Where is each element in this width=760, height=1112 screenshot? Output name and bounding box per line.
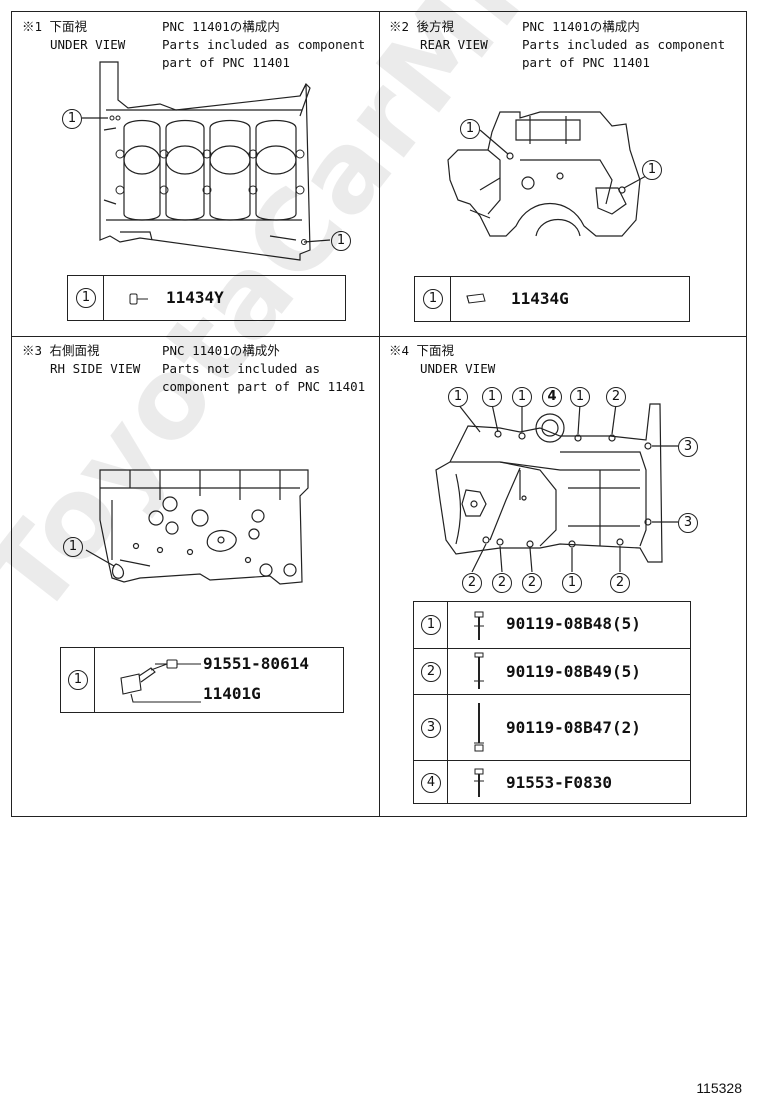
panel-4-row-3-part: 90119-08B47(2) bbox=[506, 718, 641, 737]
panel-4-tag: ※4 下面視 bbox=[389, 343, 455, 358]
panel-3-desc-line2: component part of PNC 11401 bbox=[162, 379, 366, 394]
panel-1-view: UNDER VIEW bbox=[50, 37, 126, 52]
panel-4-row-1-part: 90119-08B48(5) bbox=[506, 614, 641, 633]
panel-2-view: REAR VIEW bbox=[420, 37, 488, 52]
panel-4-row-4-num: 4 bbox=[421, 773, 441, 793]
panel-1-desc-line2: part of PNC 11401 bbox=[162, 55, 290, 70]
plug-icon bbox=[129, 293, 148, 305]
panel-2-desc-line2: part of PNC 11401 bbox=[522, 55, 650, 70]
document-id: 115328 bbox=[696, 1080, 742, 1096]
panel-4-callout-top-1: 1 bbox=[448, 387, 468, 407]
panel-4-callout-bottom-2: 2 bbox=[492, 573, 512, 593]
panel-4-callout-top-5: 1 bbox=[570, 387, 590, 407]
bolt-icon bbox=[474, 703, 484, 752]
panel-4-row-4-part: 91553-F0830 bbox=[506, 773, 612, 792]
panel-1-callout-1b: 1 bbox=[331, 231, 351, 251]
panel-3-part-number-b: 11401G bbox=[203, 684, 261, 703]
panel-3-callout-1: 1 bbox=[63, 537, 83, 557]
panel-3-desc-line1: Parts not included as bbox=[162, 361, 321, 376]
panel-4-row-2-part: 90119-08B49(5) bbox=[506, 662, 641, 681]
panel-2-part-number: 11434G bbox=[511, 289, 569, 308]
panel-4-callout-bottom-1: 2 bbox=[462, 573, 482, 593]
panel-4-row-1-num: 1 bbox=[421, 615, 441, 635]
panel-2-callout-1b: 1 bbox=[642, 160, 662, 180]
bolt-icon bbox=[474, 652, 484, 689]
panel-4-callout-bottom-5: 2 bbox=[610, 573, 630, 593]
panel-3-tag: ※3 右側面視 bbox=[22, 343, 100, 358]
panel-1-desc-line1: Parts included as component bbox=[162, 37, 366, 52]
panel-4-row-2: 2 90119-08B49(5) bbox=[414, 648, 690, 695]
panel-4-row-3: 3 90119-08B47(2) bbox=[414, 694, 690, 761]
panel-4-row-1: 1 90119-08B48(5) bbox=[414, 602, 690, 648]
panel-1-parts-table: 1 11434Y bbox=[67, 275, 346, 321]
panel-2-callout-1a: 1 bbox=[460, 119, 480, 139]
panel-3-part-number-a: 91551-80614 bbox=[203, 654, 309, 673]
engine-block-rh-side-view-drawing bbox=[85, 469, 309, 585]
panel-3-pnc: PNC 11401の構成外 bbox=[162, 343, 280, 358]
panel-2-parts-table: 1 11434G bbox=[414, 276, 690, 322]
panel-4-callout-top-3: 1 bbox=[512, 387, 532, 407]
panel-1-callout-1a: 1 bbox=[62, 109, 82, 129]
panel-4-row-4: 4 91553-F0830 bbox=[414, 760, 690, 805]
panel-4-callout-bottom-4: 1 bbox=[562, 573, 582, 593]
bolt-icon bbox=[474, 768, 484, 797]
engine-block-under-view-drawing bbox=[82, 61, 331, 261]
panel-4-view: UNDER VIEW bbox=[420, 361, 496, 376]
panel-3-row-num: 1 bbox=[68, 670, 88, 690]
panel-divider-horizontal bbox=[11, 336, 747, 337]
panel-4-callout-top-2: 1 bbox=[482, 387, 502, 407]
panel-4-callout-top-4: 4 bbox=[542, 387, 562, 407]
panel-1-pnc: PNC 11401の構成内 bbox=[162, 19, 280, 34]
panel-4-callout-bottom-3: 2 bbox=[522, 573, 542, 593]
oil-pan-under-view-drawing bbox=[435, 403, 678, 573]
sensor-and-bolt-icon bbox=[120, 659, 201, 703]
panel-3-parts-table: 1 91551-80614 11401G bbox=[60, 647, 344, 713]
panel-2-pnc: PNC 11401の構成内 bbox=[522, 19, 640, 34]
pin-icon bbox=[466, 293, 486, 304]
panel-4-callout-right-2: 3 bbox=[678, 513, 698, 533]
panel-1-tag: ※1 下面視 bbox=[22, 19, 88, 34]
panel-3-view: RH SIDE VIEW bbox=[50, 361, 141, 376]
panel-4-callout-top-6: 2 bbox=[606, 387, 626, 407]
panel-2-desc-line1: Parts included as component bbox=[522, 37, 726, 52]
panel-1-row-num: 1 bbox=[76, 288, 96, 308]
bolt-icon bbox=[474, 611, 484, 640]
panel-4-row-3-num: 3 bbox=[421, 718, 441, 738]
panel-4-callout-right-1: 3 bbox=[678, 437, 698, 457]
panel-1-part-number: 11434Y bbox=[166, 288, 224, 307]
panel-4-row-2-num: 2 bbox=[421, 662, 441, 682]
panel-2-tag: ※2 後方視 bbox=[389, 19, 455, 34]
engine-block-rear-view-drawing bbox=[447, 111, 647, 237]
panel-4-parts-table: 1 90119-08B48(5) 2 90119-08B49(5) 3 bbox=[413, 601, 691, 804]
panel-divider-vertical bbox=[379, 11, 380, 817]
panel-2-row-num: 1 bbox=[423, 289, 443, 309]
